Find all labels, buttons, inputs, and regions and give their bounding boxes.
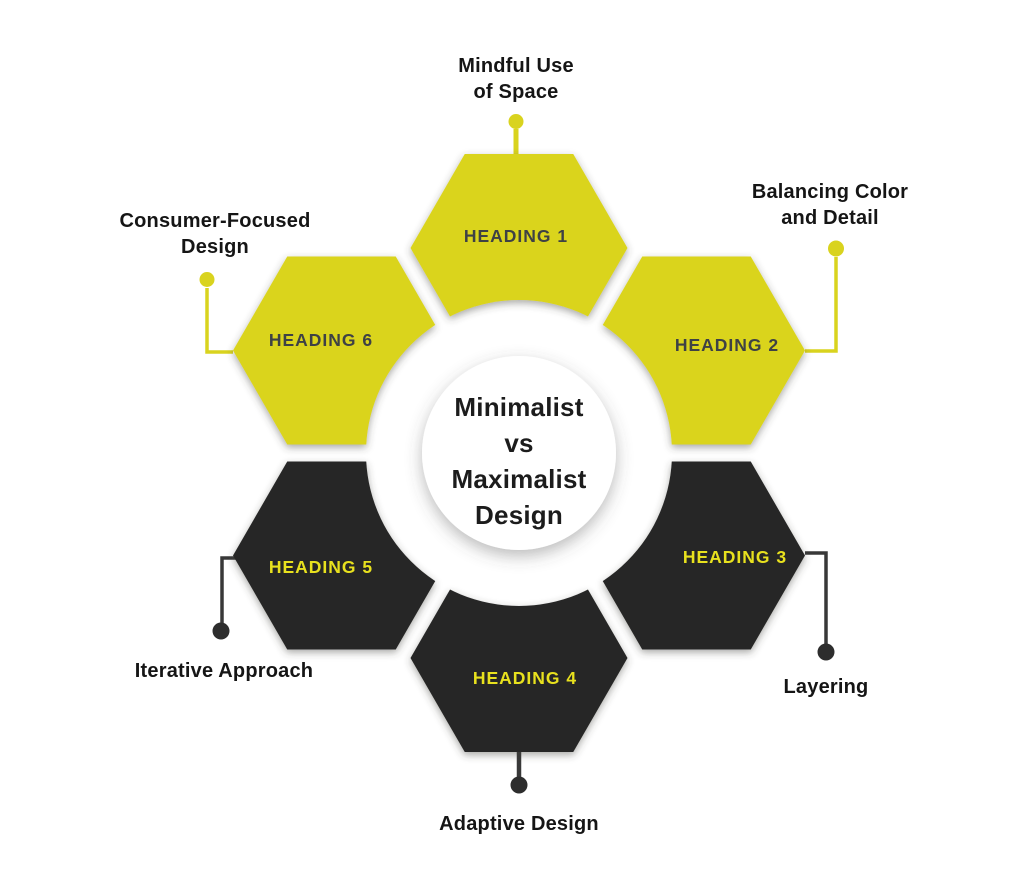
connector-6-dot (199, 272, 215, 287)
label-consumer-focused-design: Consumer-Focused Design (119, 208, 310, 260)
label-line: Mindful Use (458, 55, 574, 77)
connector-4 (510, 748, 528, 794)
connector-1-dot (508, 114, 524, 129)
hexagon-4 (410, 564, 628, 752)
heading-1-text: HEADING 1 (464, 226, 568, 246)
hexagon-5 (233, 461, 450, 650)
center-title-line: Maximalist (451, 464, 587, 494)
label-adaptive-design: Adaptive Design (439, 811, 599, 837)
label-line: Consumer-Focused (119, 210, 311, 232)
center-circle (422, 356, 616, 550)
heading-5-text: HEADING 5 (269, 557, 373, 577)
connector-6-line (205, 288, 233, 354)
label-mindful-use-of-space: Mindful Use of Space (458, 53, 574, 105)
connector-2 (805, 240, 844, 353)
label-line: of Space (473, 81, 559, 103)
label-iterative-approach: Iterative Approach (135, 658, 313, 684)
label-line: Design (181, 236, 249, 258)
heading-3-text: HEADING 3 (683, 547, 787, 567)
hexagon-6 (233, 256, 450, 445)
connector-3 (805, 551, 835, 661)
center-title: Minimalist vs Maximalist Design (452, 389, 587, 533)
connector-2-line (805, 257, 838, 353)
label-line: and Detail (781, 207, 879, 229)
connector-2-dot (828, 240, 844, 257)
label-line: Iterative Approach (134, 660, 314, 682)
label-line: Balancing Color (751, 181, 909, 203)
heading-4-text: HEADING 4 (473, 668, 577, 688)
hexagon-2 (588, 256, 805, 445)
connector-5-dot (212, 622, 230, 640)
center-title-line: Minimalist (454, 392, 584, 422)
connector-3-line (805, 551, 828, 644)
heading-6-text: HEADING 6 (269, 330, 373, 350)
connector-5 (212, 556, 238, 640)
label-balancing-color-and-detail: Balancing Color and Detail (752, 179, 908, 231)
heading-2-text: HEADING 2 (675, 335, 779, 355)
connector-5-line (220, 556, 238, 623)
hexagon-1 (410, 154, 628, 342)
label-layering: Layering (784, 674, 869, 700)
connectors (199, 114, 844, 794)
connector-6 (199, 272, 233, 354)
label-line: Adaptive Design (439, 813, 599, 835)
connector-4-dot (510, 776, 528, 794)
center-title-line: vs (504, 428, 534, 458)
hexagon-headings: HEADING 1 HEADING 2 HEADING 3 HEADING 4 … (269, 226, 787, 688)
hexagon-3 (588, 461, 805, 650)
connector-3-dot (817, 643, 835, 661)
label-line: Layering (783, 676, 869, 698)
connector-1 (508, 114, 524, 158)
hexagon-ring (233, 154, 805, 752)
center-title-line: Design (475, 500, 563, 530)
